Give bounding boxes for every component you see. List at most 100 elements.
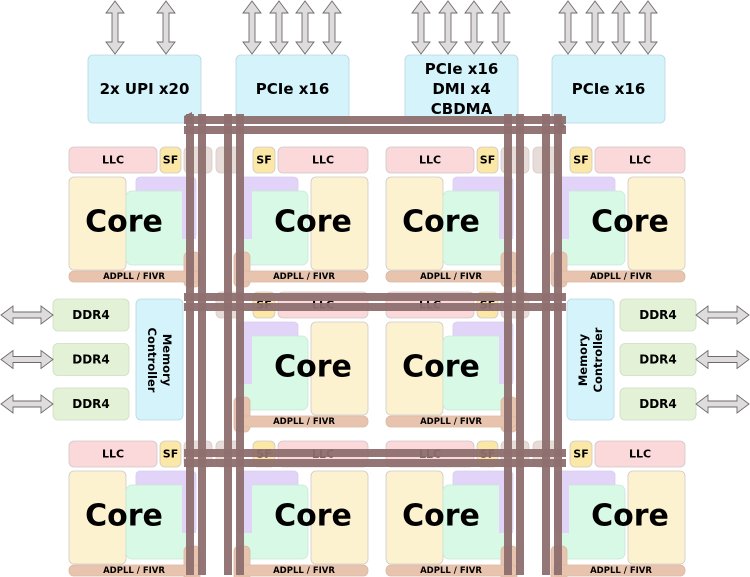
ddr4-label: DDR4 <box>72 308 110 322</box>
llc-label: LLC <box>102 448 124 461</box>
adpll-label: ADPLL / FIVR <box>273 566 335 576</box>
bidirectional-arrow-icon <box>0 305 54 325</box>
snoop-filter <box>476 146 499 174</box>
bidirectional-arrow-icon <box>242 0 262 55</box>
mesh-arrow-icon <box>558 120 566 134</box>
adpll-label: ADPLL / FIVR <box>103 566 165 576</box>
io-block-label: DMI x4 <box>432 80 490 98</box>
adpll-label: ADPLL / FIVR <box>420 566 482 576</box>
llc-label: LLC <box>312 154 334 167</box>
adpll-label: ADPLL / FIVR <box>273 417 335 427</box>
bidirectional-arrow-icon <box>105 0 125 55</box>
adpll-fivr-bar <box>552 564 686 577</box>
core-label: Core <box>274 350 352 385</box>
llc-slice <box>594 440 686 468</box>
adpll-label: ADPLL / FIVR <box>420 417 482 427</box>
core-box <box>310 321 369 416</box>
mesh-horizontal-link <box>184 116 566 124</box>
bidirectional-arrow-icon <box>438 0 458 55</box>
adpll-label: ADPLL / FIVR <box>420 272 482 282</box>
snoop-filter <box>569 146 593 174</box>
bidirectional-arrow-icon <box>295 0 315 55</box>
io-block-label: 2x UPI x20 <box>100 80 190 98</box>
io-block-box <box>551 54 666 124</box>
bidirectional-arrow-icon <box>269 0 289 55</box>
llc-label: LLC <box>419 154 441 167</box>
memory-controller <box>566 298 615 421</box>
core-label: Core <box>402 205 480 240</box>
llc-slice <box>594 146 686 174</box>
io-block-label: PCIe x16 <box>425 60 499 78</box>
core-label: Core <box>402 350 480 385</box>
llc-label: LLC <box>629 448 651 461</box>
adpll-label: ADPLL / FIVR <box>590 272 652 282</box>
mesh-vertical-link <box>186 114 194 575</box>
core-box <box>627 176 686 271</box>
sf-label: SF <box>573 448 588 461</box>
memory-controller-label: Controller <box>591 327 605 392</box>
core-label: Core <box>591 499 669 534</box>
bidirectional-arrow-icon <box>464 0 484 55</box>
memory-controller-label: Memory <box>160 334 174 387</box>
bidirectional-arrow-icon <box>638 0 658 55</box>
sf-label: SF <box>163 154 178 167</box>
core-tile-r0-c1: SF LLC ADPLL / FIVR Core <box>215 146 369 288</box>
snoop-filter <box>569 440 593 468</box>
llc-label: LLC <box>102 154 124 167</box>
bidirectional-arrow-icon <box>695 394 750 414</box>
sf-label: SF <box>256 154 271 167</box>
io-block-label: PCIe x16 <box>572 80 646 98</box>
io-block-pcie-2: PCIe x16 <box>551 0 666 124</box>
core-label: Core <box>85 205 163 240</box>
llc-slice <box>277 146 369 174</box>
core-label: Core <box>274 205 352 240</box>
core-label: Core <box>85 499 163 534</box>
io-block-box <box>87 54 202 124</box>
mesh-vertical-link <box>542 114 550 575</box>
bidirectional-arrow-icon <box>0 349 54 370</box>
core-box <box>310 176 369 271</box>
core-label: Core <box>274 499 352 534</box>
mesh-horizontal-link <box>184 449 566 457</box>
io-block-label: CBDMA <box>431 100 493 118</box>
core-box <box>627 470 686 565</box>
core-box <box>310 470 369 565</box>
mesh-horizontal-link <box>184 126 566 134</box>
mesh-horizontal-link <box>184 459 566 467</box>
io-block-label: PCIe x16 <box>256 80 330 98</box>
mesh-vertical-link <box>516 114 524 575</box>
core-label: Core <box>402 499 480 534</box>
memory-controller-label: Memory <box>576 333 590 386</box>
sf-label: SF <box>163 448 178 461</box>
llc-slice <box>385 146 475 174</box>
mesh-horizontal-link <box>184 293 566 301</box>
sf-label: SF <box>573 154 588 167</box>
bidirectional-arrow-icon <box>611 0 631 55</box>
bidirectional-arrow-icon <box>411 0 431 55</box>
mesh-interconnect <box>184 112 566 575</box>
bidirectional-arrow-icon <box>695 349 750 370</box>
adpll-label: ADPLL / FIVR <box>590 566 652 576</box>
memory-controller <box>135 298 184 421</box>
bidirectional-arrow-icon <box>322 0 342 55</box>
adpll-label: ADPLL / FIVR <box>103 272 165 282</box>
io-block-upi: 2x UPI x20 <box>87 0 202 124</box>
mesh-arrow-icon <box>184 112 192 124</box>
llc-label: LLC <box>629 154 651 167</box>
adpll-label: ADPLL / FIVR <box>273 272 335 282</box>
bidirectional-arrow-icon <box>156 0 176 55</box>
mesh-vertical-link <box>236 114 244 575</box>
core-label: Core <box>591 205 669 240</box>
bidirectional-arrow-icon <box>585 0 605 55</box>
snoop-filter <box>159 440 182 468</box>
ddr4-label: DDR4 <box>72 397 110 411</box>
mesh-vertical-link <box>224 114 232 575</box>
ddr4-label: DDR4 <box>639 397 677 411</box>
adpll-fivr-bar <box>552 270 686 283</box>
snoop-filter <box>159 146 182 174</box>
mesh-vertical-link <box>504 114 512 575</box>
ddr4-label: DDR4 <box>639 308 677 322</box>
